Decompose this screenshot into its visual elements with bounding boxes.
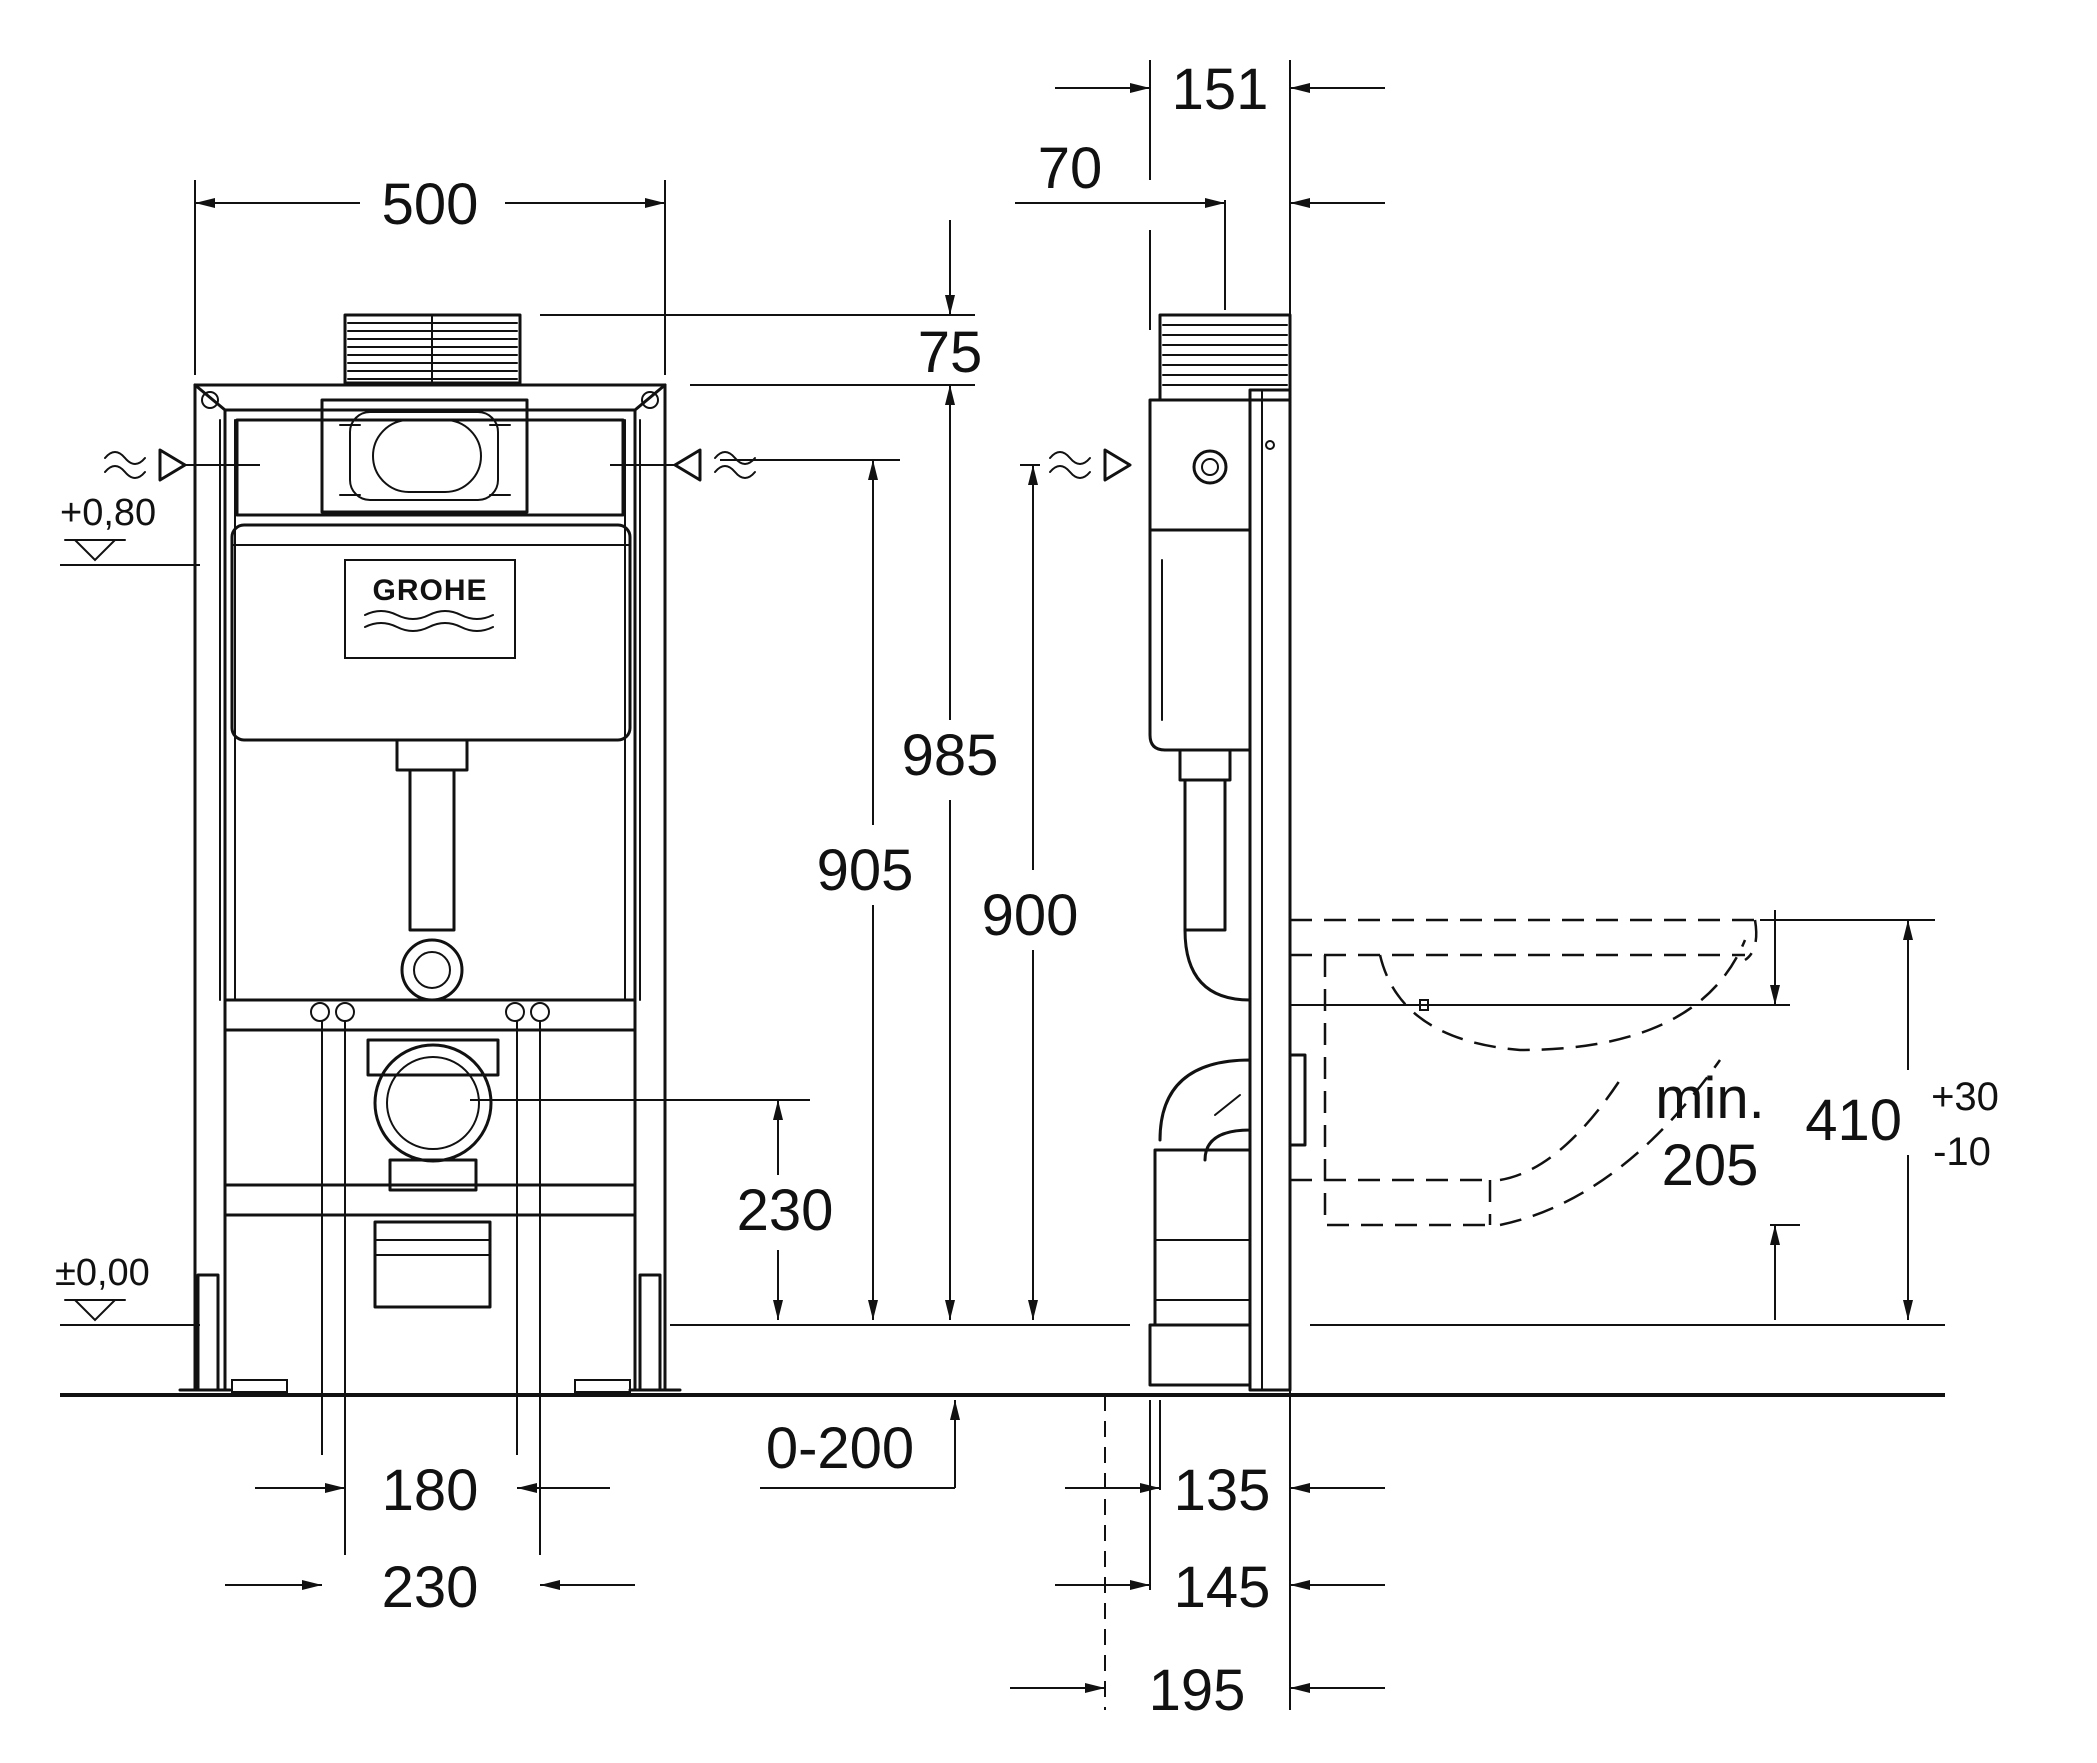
dim-bowl-min-label: min. <box>1655 1066 1765 1131</box>
level-upper-label: +0,80 <box>60 492 156 534</box>
dim-tolerance-minus: -10 <box>1933 1130 1991 1174</box>
dimension-lines <box>194 60 1935 1710</box>
drain-connection <box>366 1038 500 1309</box>
dim-depth-145: 145 <box>1174 1555 1271 1620</box>
level-floor-label: ±0,00 <box>55 1252 150 1294</box>
dim-drain-230: 230 <box>737 1178 834 1243</box>
service-opening <box>320 398 529 514</box>
cistern <box>230 523 632 742</box>
dim-spacing-230: 230 <box>382 1555 479 1620</box>
floor-lines <box>60 564 1945 1397</box>
grohe-logo: GROHE <box>364 574 494 632</box>
dim-height-905: 905 <box>817 838 914 903</box>
dim-tolerance-plus: +30 <box>1931 1075 1999 1119</box>
logo-text: GROHE <box>372 574 487 607</box>
dim-width-500: 500 <box>382 172 479 237</box>
flush-plate-grille <box>343 313 522 385</box>
dim-depth-195: 195 <box>1149 1658 1246 1723</box>
dim-spacing-180: 180 <box>382 1458 479 1523</box>
dim-top-75: 75 <box>918 320 983 385</box>
flush-pipe <box>395 738 469 1002</box>
dim-height-900: 900 <box>982 883 1079 948</box>
dim-bowl-height-410: 410 <box>1805 1088 1902 1153</box>
dim-height-985: 985 <box>902 723 999 788</box>
dim-adjust-0-200: 0-200 <box>766 1416 914 1481</box>
mounting-bolts <box>310 1002 550 1022</box>
front-view-frame <box>64 313 756 1393</box>
dim-bowl-min-value: 205 <box>1662 1133 1759 1198</box>
dim-depth-135: 135 <box>1174 1458 1271 1523</box>
level-markers <box>64 539 126 1322</box>
dim-depth-70: 70 <box>1038 136 1103 201</box>
side-view <box>1020 313 1790 1392</box>
water-inlet-arrows <box>104 448 756 482</box>
toilet-bowl-outline <box>1290 918 1790 1227</box>
dim-depth-151: 151 <box>1172 57 1269 122</box>
